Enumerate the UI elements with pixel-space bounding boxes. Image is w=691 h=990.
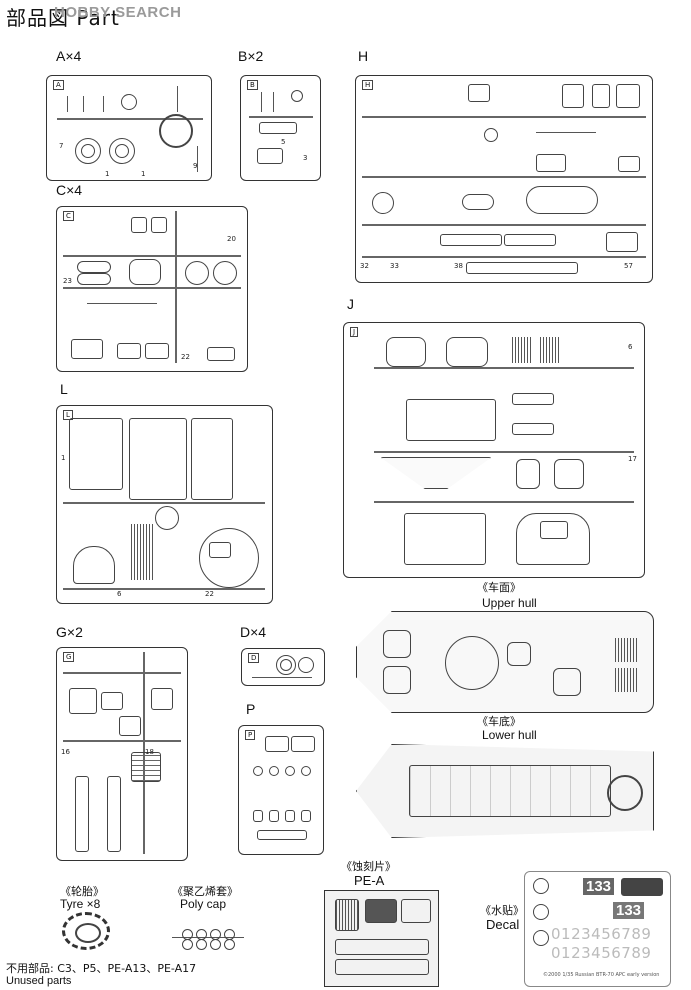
tyre-caption-cn: 《轮胎》: [60, 885, 104, 898]
lower-hull-part: [356, 744, 654, 838]
sprue-d-label: D×4: [240, 624, 267, 640]
sprue-ring: [159, 114, 193, 148]
watermark-logo: HOBBY SEARCH: [54, 4, 182, 21]
polycap-caption-cn: 《聚乙烯套》: [172, 885, 238, 898]
lower-hull-caption-cn: 《车底》: [477, 715, 521, 728]
upper-hull-caption-en: Upper hull: [482, 596, 537, 610]
wheel-hub-part: [75, 138, 101, 164]
decal-label: Decal: [486, 917, 520, 932]
pe-label: PE-A: [354, 873, 385, 888]
decal-number-133: 133: [583, 878, 615, 895]
sprue-b: B 3 5: [240, 75, 321, 181]
decal-number-133-b: 133: [613, 902, 645, 919]
sprue-j: J 6 17: [343, 322, 645, 578]
unused-parts-cn: 不用部品: C3、P5、PE-A13、PE-A17: [6, 962, 197, 975]
pe-caption-cn: 《蚀刻片》: [341, 860, 396, 873]
sprue-c-label: C×4: [56, 182, 83, 198]
decal-caption-cn: 《水贴》: [480, 904, 524, 917]
upper-hull-part: [356, 611, 654, 713]
polycap-sprue: [172, 927, 244, 950]
sprue-l-label: L: [60, 381, 68, 397]
sprue-l: L 1 6 22: [56, 405, 273, 604]
sprue-h: H 32 33 38 57: [355, 75, 653, 283]
sprue-a: A 7 9 1 1: [46, 75, 212, 181]
sprue-a-label: A×4: [56, 48, 82, 64]
tyre-part: [62, 912, 110, 950]
wheel-hub-part: [109, 138, 135, 164]
page-title: 部品図 Part: [6, 6, 120, 30]
sprue-c: C 23 20 22: [56, 206, 248, 372]
pe-fret: [324, 890, 439, 987]
sprue-a-tag: A: [53, 80, 64, 90]
sprue-g-label: G×2: [56, 624, 83, 640]
polycap-label: Poly cap: [180, 897, 227, 911]
sprue-b-label: B×2: [238, 48, 264, 64]
sprue-g: G 16 18: [56, 647, 188, 861]
sprue-j-label: J: [347, 296, 354, 312]
lower-hull-caption-en: Lower hull: [482, 728, 537, 742]
turret-part: [199, 528, 259, 588]
decal-footer: ©2000 1/35 Russian BTR-70 APC early vers…: [543, 972, 660, 978]
decal-digits-row2: 0123456789: [551, 944, 652, 962]
sprue-p-label: P: [246, 701, 256, 717]
sprue-d: D: [241, 648, 325, 686]
sprue-h-label: H: [358, 48, 369, 64]
decal-digits-row1: 0123456789: [551, 925, 652, 943]
sprue-p: P: [238, 725, 324, 855]
grille-part: [131, 524, 153, 580]
tyre-label: Tyre ×8: [60, 897, 101, 911]
upper-hull-caption-cn: 《车面》: [477, 581, 521, 594]
unused-parts-en: Unused parts: [6, 975, 72, 987]
decal-sheet: 133 133 0123456789 0123456789 ©2000 1/35…: [524, 871, 671, 987]
